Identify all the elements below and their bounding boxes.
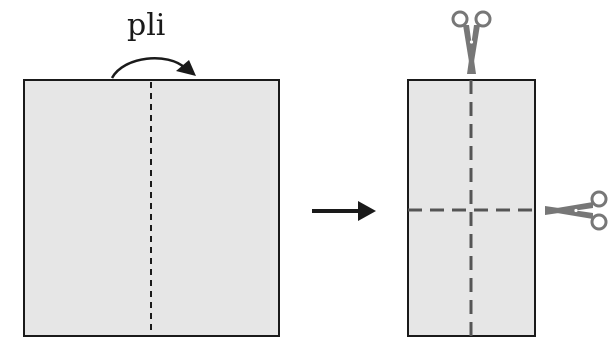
fold-label: pli [127, 8, 165, 43]
folded-sheet [407, 79, 536, 337]
scissors-icon [451, 10, 492, 74]
right-arrow-icon [312, 201, 376, 221]
scissors-icon [545, 190, 608, 231]
unfolded-sheet [23, 79, 280, 337]
curved-arrow-icon [110, 57, 196, 79]
folded-sheet-outline [407, 79, 536, 337]
